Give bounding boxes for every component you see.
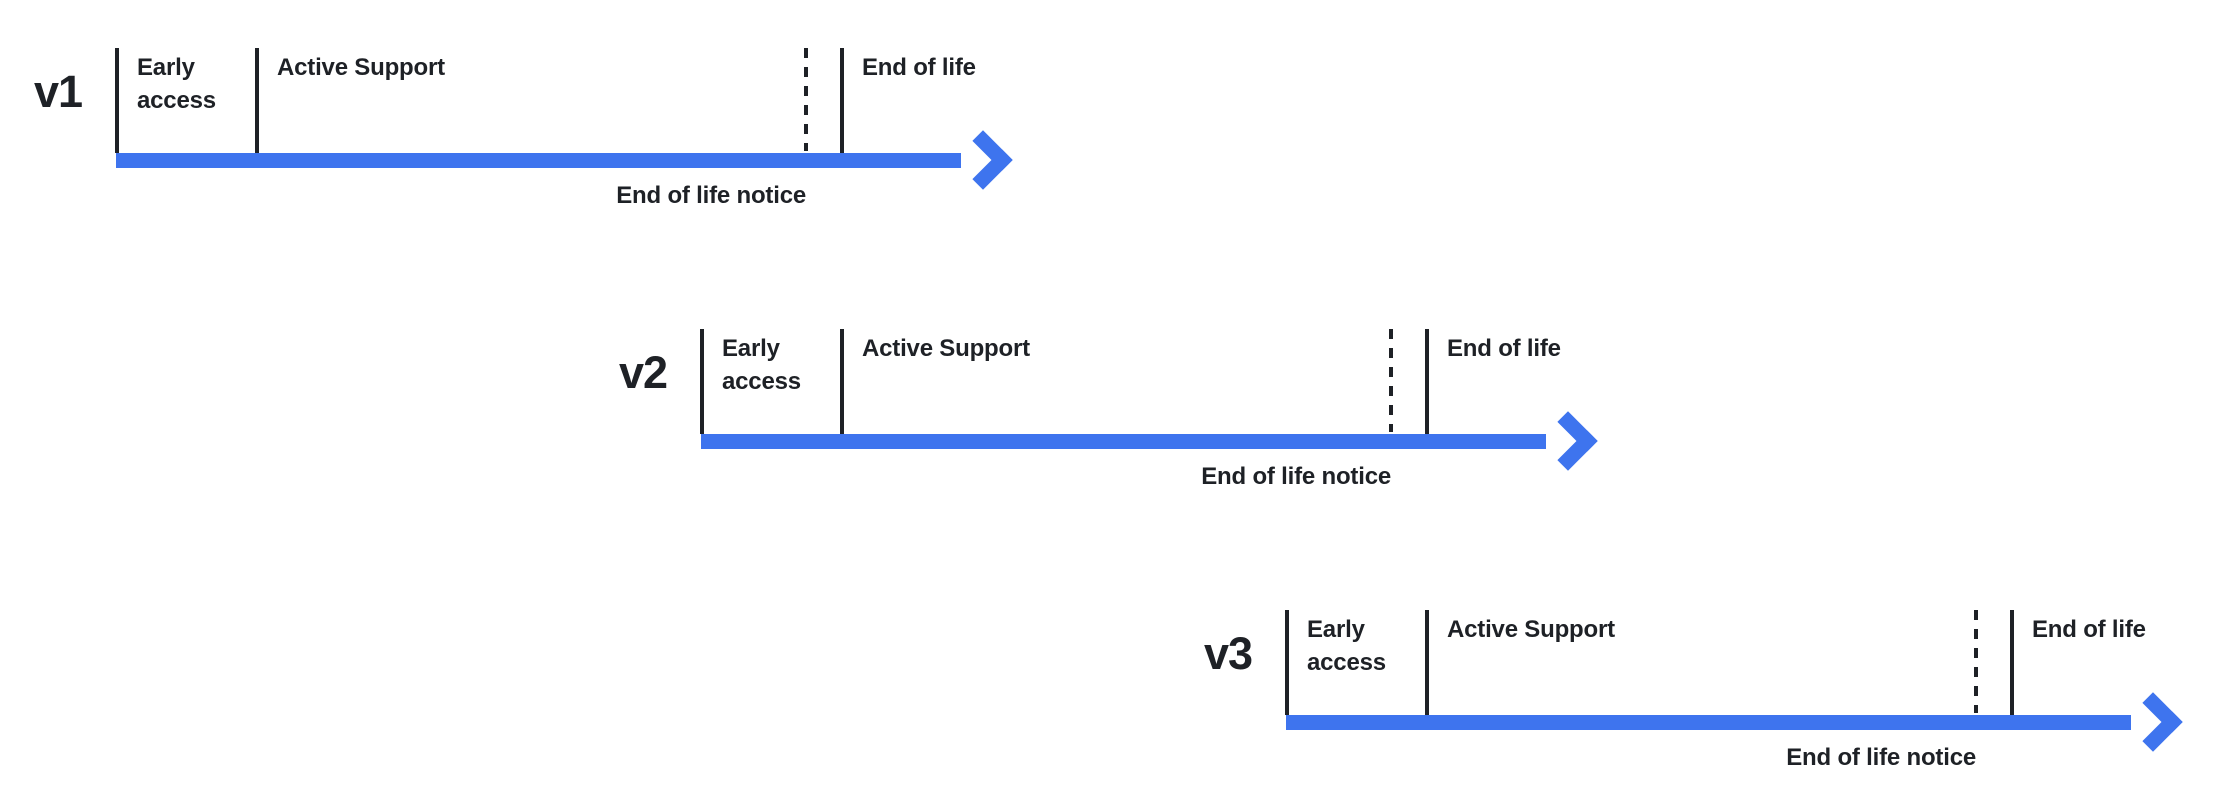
timeline-v2: v2 Early access Active Support End of li… <box>602 319 1632 509</box>
end-of-life-label: End of life <box>2032 616 2146 643</box>
end-of-life-tick <box>840 48 844 153</box>
end-of-life-label: End of life <box>1447 335 1561 362</box>
end-of-life-label: End of life <box>862 54 976 81</box>
early-access-tick <box>1285 610 1289 715</box>
timeline-arrow-shaft <box>1286 715 2131 730</box>
end-of-life-tick <box>1425 329 1429 434</box>
early-access-tick <box>115 48 119 153</box>
active-support-label: Active Support <box>862 335 1030 362</box>
end-of-life-tick <box>2010 610 2014 715</box>
arrow-head-icon <box>2123 692 2183 752</box>
arrow-head-icon <box>953 130 1013 190</box>
arrow-head-icon <box>1538 411 1598 471</box>
active-support-label: Active Support <box>277 54 445 81</box>
active-support-tick <box>840 329 844 434</box>
timeline-arrow-shaft <box>701 434 1546 449</box>
early-access-tick <box>700 329 704 434</box>
eol-notice-label: End of life notice <box>616 182 806 209</box>
active-support-tick <box>255 48 259 153</box>
timeline-v3: v3 Early access Active Support End of li… <box>1187 600 2217 790</box>
eol-notice-dashed-line <box>1974 610 1978 713</box>
active-support-tick <box>1425 610 1429 715</box>
early-access-label: Early access <box>137 54 216 114</box>
early-access-label: Early access <box>722 335 801 395</box>
version-label: v3 <box>1203 628 1253 679</box>
eol-notice-label: End of life notice <box>1201 463 1391 490</box>
eol-notice-label: End of life notice <box>1786 744 1976 771</box>
version-label: v1 <box>33 66 83 117</box>
timeline-arrow-shaft <box>116 153 961 168</box>
early-access-label: Early access <box>1307 616 1386 676</box>
timeline-v1: v1 Early access Active Support End of li… <box>17 38 1047 228</box>
eol-notice-dashed-line <box>804 48 808 151</box>
eol-notice-dashed-line <box>1389 329 1393 432</box>
active-support-label: Active Support <box>1447 616 1615 643</box>
version-label: v2 <box>618 347 668 398</box>
